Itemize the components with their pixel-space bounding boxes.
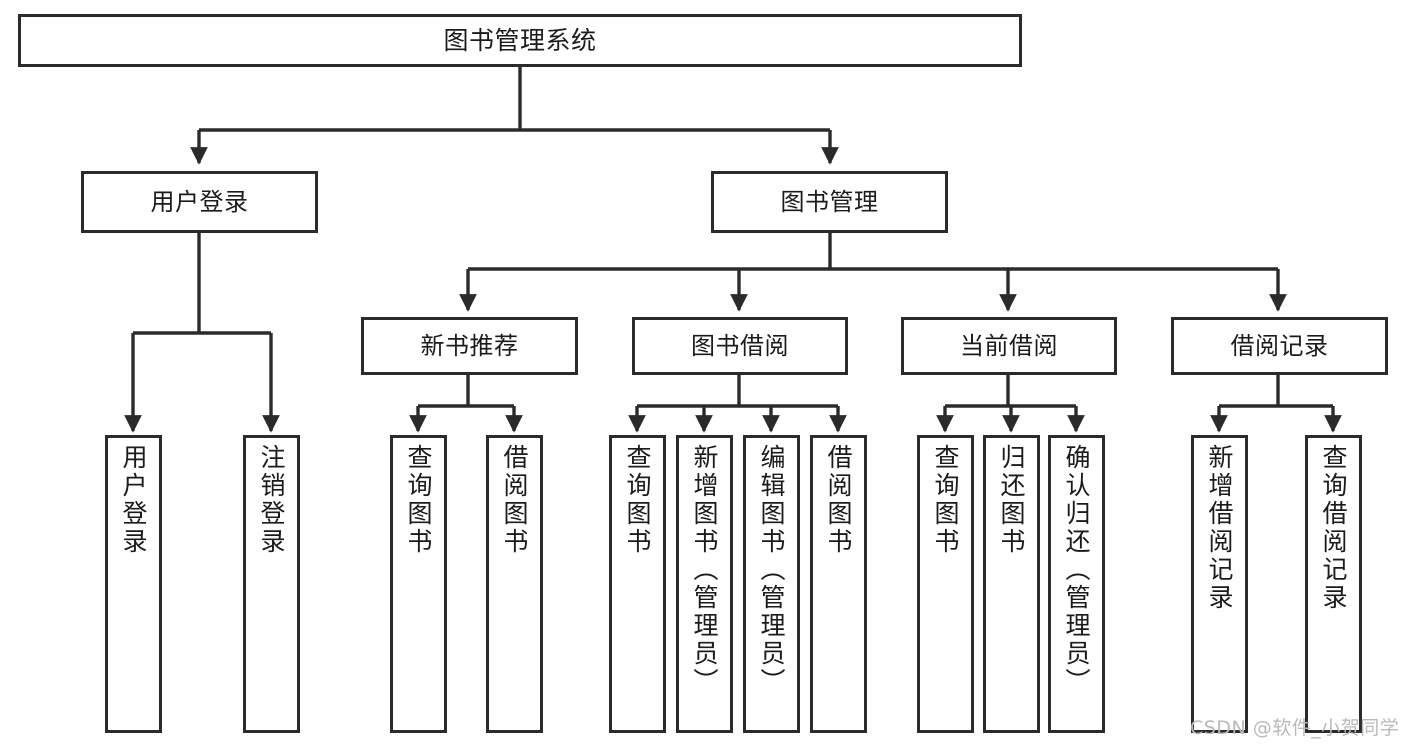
leaf-label: 查询图书 [404,444,433,556]
node-user-login[interactable]: 用户登录 [81,171,318,233]
leaf-label: 新增借阅记录 [1205,444,1234,612]
leaf-label: 新增图书（管理员） [690,444,719,696]
leaf-label: 确认归还（管理员） [1062,444,1091,696]
node-root[interactable]: 图书管理系统 [18,14,1022,67]
leaf-borrow-query-book[interactable]: 查询图书 [609,435,666,733]
leaf-borrow-add-book-admin[interactable]: 新增图书（管理员） [676,435,733,733]
node-new-book-recommend-label: 新书推荐 [420,331,519,360]
leaf-record-add-record[interactable]: 新增借阅记录 [1191,435,1248,733]
node-borrow-record[interactable]: 借阅记录 [1171,317,1388,375]
node-user-login-label: 用户登录 [150,187,249,216]
leaf-label: 借阅图书 [500,444,529,556]
leaf-label: 用户登录 [119,444,148,556]
leaf-current-return-book[interactable]: 归还图书 [983,435,1040,733]
leaf-label: 归还图书 [997,444,1026,556]
leaf-label: 查询借阅记录 [1319,444,1348,612]
node-new-book-recommend[interactable]: 新书推荐 [361,317,578,375]
node-current-borrow[interactable]: 当前借阅 [901,317,1117,375]
node-book-borrow[interactable]: 图书借阅 [632,317,848,375]
leaf-label: 查询图书 [931,444,960,556]
csdn-watermark: CSDN @软件_小贺同学 [1190,717,1400,739]
leaf-current-confirm-return-admin[interactable]: 确认归还（管理员） [1048,435,1105,733]
leaf-user-login-login[interactable]: 用户登录 [105,435,162,733]
leaf-current-query-book[interactable]: 查询图书 [917,435,974,733]
leaf-label: 查询图书 [623,444,652,556]
node-root-label: 图书管理系统 [443,25,597,55]
node-book-borrow-label: 图书借阅 [691,331,789,360]
leaf-label: 借阅图书 [824,444,853,556]
node-book-management-label: 图书管理 [780,187,879,216]
leaf-user-login-logout[interactable]: 注销登录 [243,435,300,733]
leaf-record-query-record[interactable]: 查询借阅记录 [1305,435,1362,733]
leaf-borrow-edit-book-admin[interactable]: 编辑图书（管理员） [743,435,800,733]
node-book-management[interactable]: 图书管理 [711,171,948,233]
leaf-recommend-query-book[interactable]: 查询图书 [390,435,447,733]
node-current-borrow-label: 当前借阅 [960,331,1058,360]
leaf-recommend-borrow-book[interactable]: 借阅图书 [486,435,543,733]
leaf-label: 注销登录 [257,444,286,556]
leaf-label: 编辑图书（管理员） [757,444,786,696]
leaf-borrow-borrow-book[interactable]: 借阅图书 [810,435,867,733]
node-borrow-record-label: 借阅记录 [1230,331,1329,360]
